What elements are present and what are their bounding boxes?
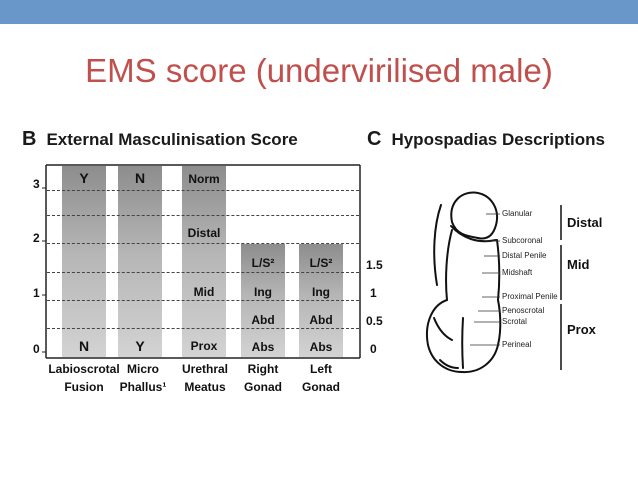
- label-distal-penile: Distal Penile: [502, 251, 547, 260]
- right-tick-0: 0: [370, 342, 377, 356]
- xlabel-right-gonad: Right Gonad: [238, 360, 288, 396]
- gridline: [47, 190, 359, 191]
- top-accent-bar: [0, 0, 638, 24]
- group-mid: Mid: [567, 257, 590, 272]
- group-distal: Distal: [567, 215, 603, 230]
- label-proximal-penile: Proximal Penile: [502, 292, 558, 301]
- label-subcoronal: Subcoronal: [502, 236, 543, 245]
- cell-urethral-prox: Prox: [190, 339, 218, 353]
- cell-left-gonad-abd: Abd: [309, 313, 333, 327]
- left-tick-2: 2: [33, 231, 40, 245]
- cell-urethral-distal: Distal: [187, 226, 221, 240]
- label-midshaft: Midshaft: [502, 268, 533, 277]
- cell-labioscrotal-bottom: N: [78, 338, 90, 354]
- panel-b-title: External Masculinisation Score: [46, 130, 298, 149]
- label-perineal: Perineal: [502, 340, 532, 349]
- label-scrotal: Scrotal: [502, 317, 527, 326]
- gridline: [47, 272, 359, 273]
- xlabel-line1: Micro: [126, 362, 159, 376]
- cell-micro-phallus-top: N: [134, 170, 146, 186]
- xlabel-left-gonad: Left Gonad: [296, 360, 346, 396]
- xlabel-line2: Fusion: [64, 380, 104, 394]
- xlabel-line1: Left: [310, 362, 332, 376]
- panel-c-title: Hypospadias Descriptions: [391, 130, 605, 149]
- right-tick-1-5: 1.5: [366, 258, 383, 272]
- gridline: [47, 300, 359, 301]
- cell-right-gonad-ing: Ing: [254, 285, 272, 299]
- gridline: [47, 215, 359, 216]
- left-tick-0: 0: [33, 342, 40, 356]
- xlabel-labioscrotal: Labioscrotal Fusion: [48, 360, 120, 396]
- xlabel-line1: Right: [247, 362, 279, 376]
- bar-labioscrotal-fusion: [62, 166, 106, 357]
- xlabel-urethral-meatus: Urethral Meatus: [177, 360, 233, 396]
- xlabel-line1: Labioscrotal: [48, 362, 120, 376]
- cell-left-gonad-ls: L/S²: [309, 256, 333, 270]
- gridline: [47, 243, 359, 244]
- gridline: [47, 328, 359, 329]
- panel-b-letter: B: [22, 128, 37, 150]
- left-tick-3: 3: [33, 177, 40, 191]
- cell-urethral-mid: Mid: [193, 285, 215, 299]
- xlabel-line2: Gonad: [244, 380, 282, 394]
- cell-right-gonad-abs: Abs: [251, 340, 275, 354]
- bar-urethral-meatus: [182, 166, 226, 357]
- panel-b-header: B External Masculinisation Score: [22, 128, 298, 151]
- left-tick-1: 1: [33, 286, 40, 300]
- slide-title: EMS score (undervirilised male): [85, 52, 553, 89]
- group-prox: Prox: [567, 322, 596, 337]
- right-tick-1: 1: [370, 286, 377, 300]
- cell-right-gonad-ls: L/S²: [251, 256, 275, 270]
- xlabel-line2: Phallus¹: [119, 380, 167, 394]
- right-tick-0-5: 0.5: [366, 314, 383, 328]
- cell-left-gonad-ing: Ing: [312, 285, 330, 299]
- xlabel-line2: Gonad: [302, 380, 340, 394]
- xlabel-line1: Urethral: [181, 362, 228, 376]
- label-glanular: Glanular: [502, 209, 533, 218]
- cell-labioscrotal-top: Y: [79, 170, 89, 186]
- cell-right-gonad-abd: Abd: [251, 313, 275, 327]
- panel-c-header: C Hypospadias Descriptions: [367, 128, 605, 151]
- xlabel-line2: Meatus: [184, 380, 226, 394]
- cell-micro-phallus-bottom: Y: [135, 338, 145, 354]
- xlabel-micro-phallus: Micro Phallus¹: [118, 360, 168, 396]
- panel-c-letter: C: [367, 128, 382, 150]
- cell-left-gonad-abs: Abs: [309, 340, 333, 354]
- cell-urethral-norm: Norm: [188, 172, 220, 186]
- label-penoscrotal: Penoscrotal: [502, 306, 545, 315]
- bar-micro-phallus: [118, 166, 162, 357]
